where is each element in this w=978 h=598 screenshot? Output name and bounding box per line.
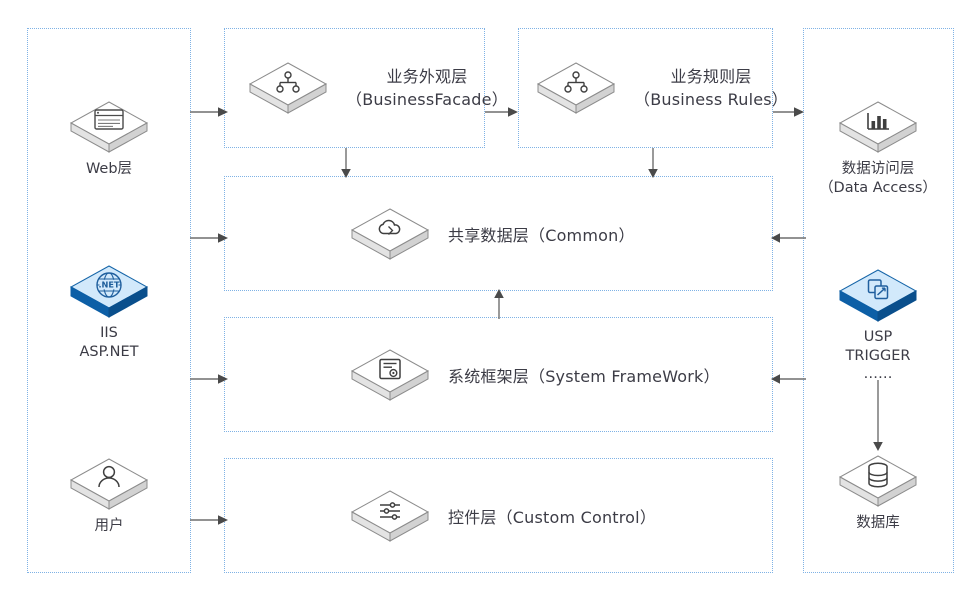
node-data-access-caption: 数据访问层 （Data Access） — [819, 160, 937, 197]
node-user-label-1: 用户 — [94, 518, 124, 534]
arrow-business-rules-to-common — [645, 148, 661, 180]
node-control-label: 控件层（Custom Control） — [448, 508, 657, 527]
user-icon — [67, 455, 151, 513]
node-business-facade-label-2: （BusinessFacade） — [346, 90, 508, 109]
node-business-facade[interactable]: 业务外观层 （BusinessFacade） — [246, 59, 508, 117]
arrow-user-to-control — [190, 512, 230, 528]
arrow-usp-trigger-to-database — [870, 380, 886, 452]
node-web-caption: Web层 — [86, 160, 132, 179]
business-facade-zone — [224, 28, 485, 148]
node-business-rules-label-2: （Business Rules） — [634, 90, 789, 109]
business-rules-zone — [518, 28, 773, 148]
database-cylinder-icon — [836, 452, 920, 510]
node-usp-trigger[interactable]: USP TRIGGER …… — [818, 266, 938, 384]
node-business-facade-label: 业务外观层 （BusinessFacade） — [346, 65, 508, 111]
arrow-iis-to-common — [190, 230, 230, 246]
arrow-business-facade-to-rules — [485, 104, 521, 120]
client-zone — [27, 28, 191, 573]
node-database-caption: 数据库 — [856, 514, 900, 533]
node-web-label-1: Web层 — [85, 161, 133, 177]
node-business-facade-label-1: 业务外观层 — [386, 66, 468, 86]
node-usp-trigger-label-2: TRIGGER — [845, 347, 911, 364]
dotnet-globe-icon: .NET — [67, 262, 151, 320]
document-gear-icon — [348, 346, 432, 404]
arrow-web-to-business-facade — [190, 104, 230, 120]
node-usp-trigger-label-1: USP — [863, 329, 893, 345]
node-iis-caption: IIS ASP.NET — [79, 324, 138, 361]
cloud-icon — [348, 205, 432, 263]
node-common-label: 共享数据层（Common） — [448, 226, 635, 245]
node-database[interactable]: 数据库 — [818, 452, 938, 533]
node-framework-label: 系统框架层（System FrameWork） — [448, 367, 720, 386]
node-iis-label-1: IIS — [100, 325, 118, 341]
node-iis-label-2: ASP.NET — [79, 343, 139, 360]
arrow-business-rules-to-data-access — [773, 104, 807, 120]
stored-procedure-icon — [836, 266, 920, 324]
node-control[interactable]: 控件层（Custom Control） — [348, 487, 656, 545]
arrow-data-access-to-common — [770, 230, 806, 246]
node-business-rules-label: 业务规则层 （Business Rules） — [634, 65, 788, 111]
node-web[interactable]: Web层 — [49, 98, 169, 179]
data-access-zone — [803, 28, 954, 573]
arrow-framework-to-common — [491, 289, 507, 319]
control-zone — [224, 458, 773, 573]
node-business-rules[interactable]: 业务规则层 （Business Rules） — [534, 59, 788, 117]
svg-text:.NET: .NET — [98, 280, 120, 290]
bar-chart-icon — [836, 98, 920, 156]
node-usp-trigger-caption: USP TRIGGER …… — [846, 328, 911, 384]
hierarchy-icon — [246, 59, 330, 117]
node-framework[interactable]: 系统框架层（System FrameWork） — [348, 346, 720, 404]
node-data-access[interactable]: 数据访问层 （Data Access） — [818, 98, 938, 197]
node-data-access-label-1: 数据访问层 — [841, 161, 915, 177]
arrow-iis-to-framework — [190, 371, 230, 387]
node-user[interactable]: 用户 — [49, 455, 169, 536]
node-usp-trigger-label-3: …… — [863, 366, 893, 383]
sliders-icon — [348, 487, 432, 545]
arrow-usp-trigger-to-framework — [770, 371, 806, 387]
node-business-rules-label-1: 业务规则层 — [670, 66, 752, 86]
browser-window-icon — [67, 98, 151, 156]
arrow-business-facade-to-common — [338, 148, 354, 180]
hierarchy-icon — [534, 59, 618, 117]
node-iis-aspnet[interactable]: .NET IIS ASP.NET — [49, 262, 169, 361]
node-data-access-label-2: （Data Access） — [819, 179, 937, 196]
node-database-label-1: 数据库 — [856, 515, 900, 531]
node-user-caption: 用户 — [95, 517, 124, 536]
node-common[interactable]: 共享数据层（Common） — [348, 205, 635, 263]
